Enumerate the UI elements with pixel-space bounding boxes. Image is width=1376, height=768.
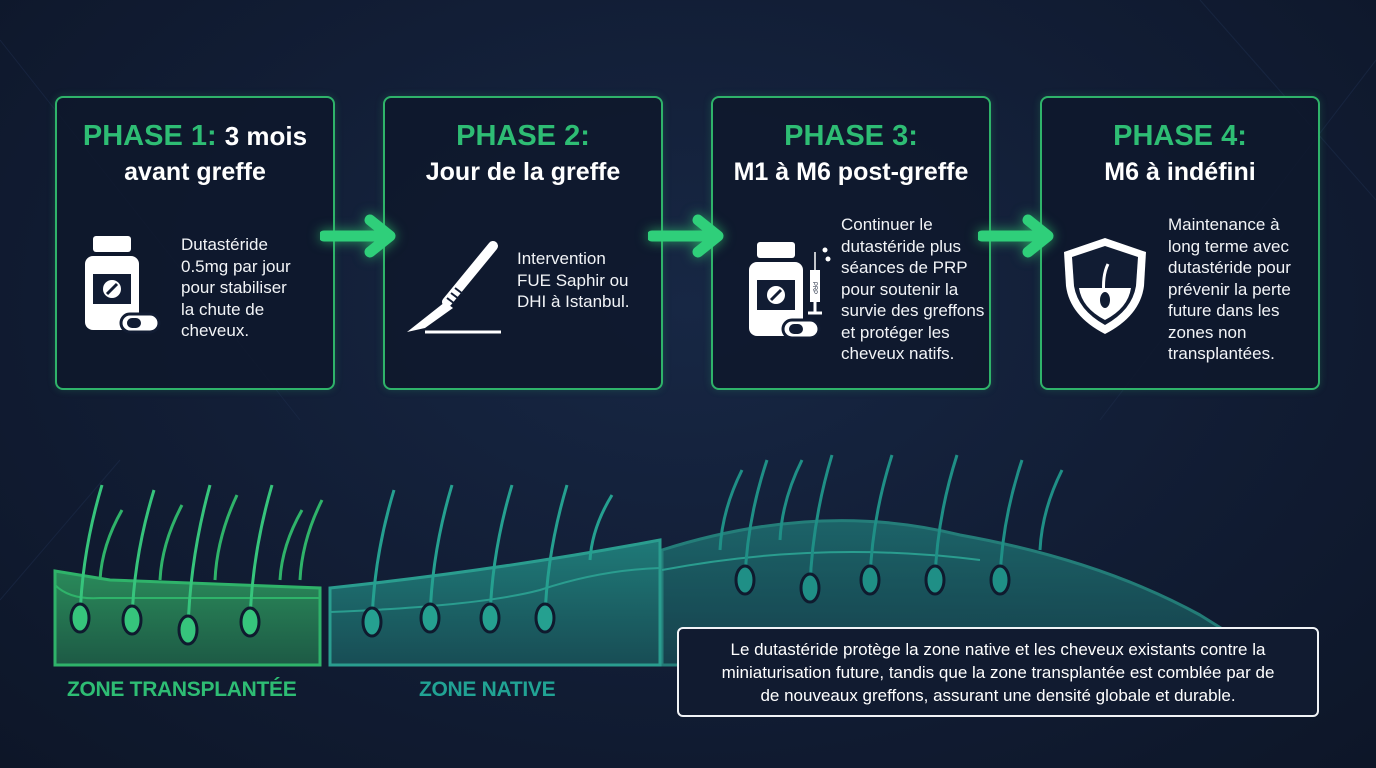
phase-3-card: PHASE 3: M1 à M6 post-greffe PRP Continu… (711, 96, 991, 390)
zone-native-label: ZONE NATIVE (419, 678, 556, 701)
arrow-right-icon (320, 214, 396, 258)
hair-strand (213, 494, 239, 581)
hair-follicle (534, 602, 556, 634)
hair-follicle (989, 564, 1011, 596)
hair-follicle (121, 604, 143, 636)
hair-follicle (734, 564, 756, 596)
hair-follicle (479, 602, 501, 634)
hair-follicle (239, 606, 261, 638)
zone-transplanted-label: ZONE TRANSPLANTÉE (67, 678, 297, 701)
hair-strand (158, 504, 184, 581)
phase-1-card: PHASE 1: 3 mois avant greffe Dutastéride… (55, 96, 335, 390)
hair-strand (186, 484, 212, 631)
arrow-right-icon (978, 214, 1054, 258)
hair-strand (98, 509, 124, 581)
hair-follicle (361, 606, 383, 638)
hair-strand (588, 494, 614, 561)
phase-3-subtitle: M1 à M6 post-greffe (733, 158, 969, 186)
hair-follicle (69, 602, 91, 634)
hair-strand (718, 469, 744, 551)
phase-1-title: PHASE 1: 3 mois (82, 120, 308, 152)
pill-bottle-syringe-icon: PRP (749, 242, 831, 340)
scalpel-icon (407, 241, 501, 334)
hair-strand (278, 509, 304, 581)
arrow-right-icon (648, 214, 724, 258)
hair-follicle (419, 602, 441, 634)
hair-follicle (859, 564, 881, 596)
phase-4-title: PHASE 4: (1113, 120, 1247, 152)
phase-4-subtitle: M6 à indéfini (1104, 158, 1256, 186)
summary-note: Le dutastéride protège la zone native et… (677, 627, 1319, 717)
phase-3-title: PHASE 3: (784, 120, 918, 152)
hair-follicle (924, 564, 946, 596)
pill-bottle-icon (85, 236, 161, 334)
hair-strand (778, 459, 804, 541)
hair-follicle (177, 614, 199, 646)
hair-strand (298, 499, 324, 581)
hair-follicle (799, 572, 821, 604)
svg-text:PRP: PRP (811, 282, 817, 294)
native-zone-block (328, 538, 662, 667)
hair-strand (1038, 469, 1064, 551)
phase-1-subtitle: avant greffe (124, 158, 266, 186)
phase-2-subtitle: Jour de la greffe (425, 158, 621, 186)
shield-hair-icon (1064, 238, 1146, 334)
phase-2-title: PHASE 2: (456, 120, 590, 152)
